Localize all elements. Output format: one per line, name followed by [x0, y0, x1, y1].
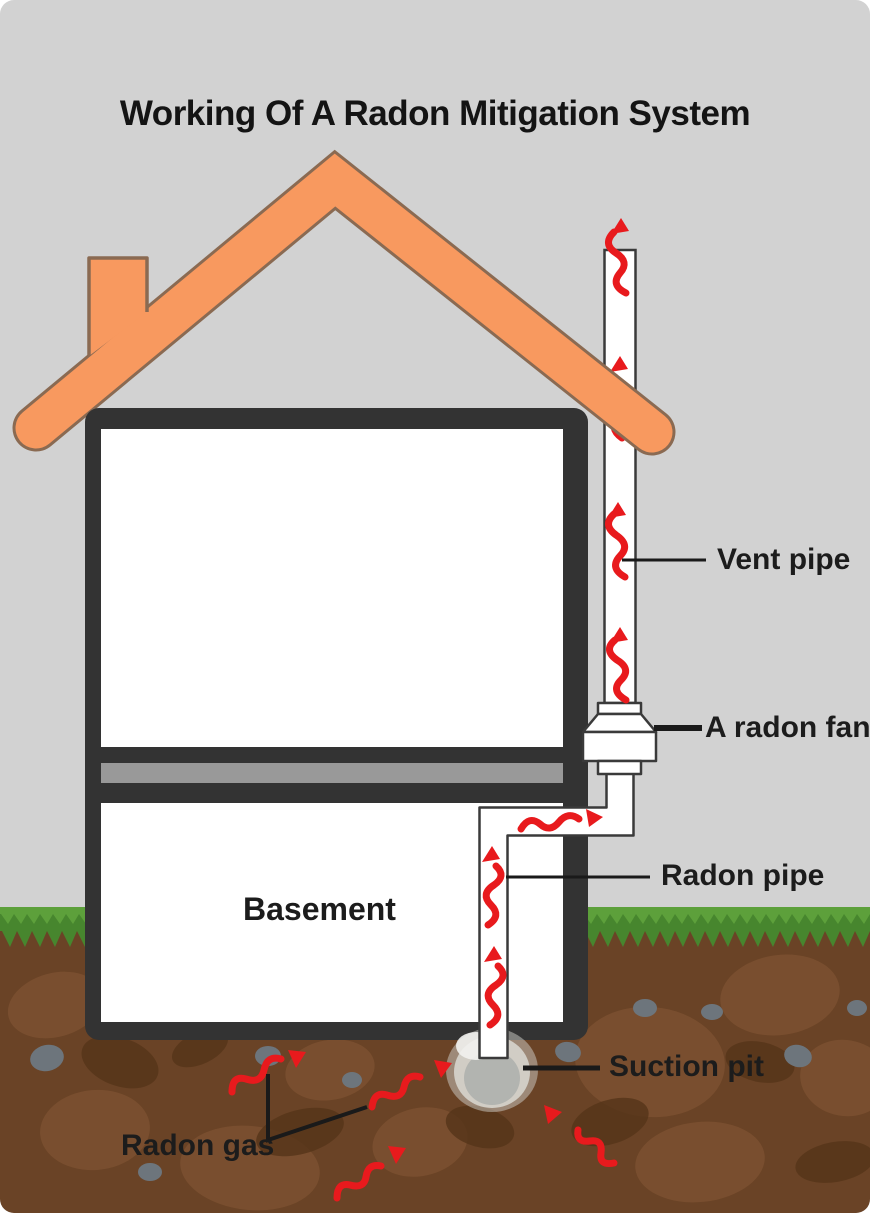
- floor-slab: [101, 763, 563, 783]
- arrow-shaft: [605, 510, 629, 581]
- arrow-head: [482, 846, 500, 862]
- radon-fan: [581, 701, 658, 776]
- radon-flow-arrow: [482, 846, 505, 929]
- arrow-head: [608, 502, 626, 518]
- soil-shadow: [256, 1107, 344, 1157]
- roof-surface: [15, 153, 673, 453]
- arrow-head: [484, 946, 502, 962]
- radon-gas-label: Radon gas: [121, 1129, 275, 1162]
- stone: [342, 1072, 362, 1088]
- arrow-shaft: [606, 636, 630, 704]
- basement-label: Basement: [243, 891, 396, 927]
- soil-shadow: [81, 1035, 159, 1089]
- arrow-head: [288, 1050, 306, 1068]
- stone: [701, 1004, 723, 1020]
- arrow-head: [610, 356, 628, 372]
- vent-pipe-label: Vent pipe: [717, 543, 851, 576]
- fan-top-flange: [596, 701, 643, 716]
- fan-body: [581, 730, 658, 763]
- house: [85, 408, 588, 1040]
- arrow-shaft: [333, 1162, 385, 1202]
- suction-pit-core: [464, 1051, 520, 1105]
- arrow-head: [544, 1105, 562, 1124]
- radon-fan-label: A radon fan: [705, 711, 870, 744]
- soil-shadow: [445, 1105, 515, 1149]
- stone: [138, 1163, 162, 1181]
- arrow-shaft: [605, 228, 630, 297]
- radon-flow-arrow: [228, 1050, 306, 1096]
- radon-flow-arrow: [605, 218, 630, 297]
- arrow-head: [586, 809, 603, 827]
- arrow-head: [610, 627, 628, 643]
- arrow-head: [388, 1146, 406, 1164]
- fan-funnel: [581, 712, 658, 734]
- page-title: Working Of A Radon Mitigation System: [119, 94, 751, 133]
- roof: [12, 149, 676, 456]
- leader-lines: [266, 558, 706, 1143]
- stone: [633, 999, 657, 1017]
- soil-boulder: [40, 1089, 150, 1171]
- radon-flow-arrow: [517, 809, 603, 833]
- suction-pit: [446, 1028, 538, 1112]
- arrow-shaft: [228, 1054, 285, 1096]
- radon-flow-arrow: [484, 946, 507, 1029]
- radon-arrows: [228, 502, 630, 1202]
- arrow-shaft: [484, 962, 507, 1029]
- radon-flow-arrow: [368, 1060, 452, 1111]
- arrow-shaft: [482, 862, 505, 929]
- arrow-shaft: [368, 1072, 424, 1111]
- radon-gas-leader: [266, 1074, 368, 1143]
- soil-boulder: [800, 1039, 870, 1117]
- grass-highlight-right: [584, 907, 870, 924]
- arrow-shaft: [574, 1126, 618, 1167]
- soil-boulder: [575, 1006, 725, 1118]
- soil-shadow: [795, 1141, 870, 1183]
- arrow-head: [611, 218, 629, 234]
- soil-boulder: [635, 1121, 765, 1203]
- fan-bottom-flange: [596, 759, 643, 776]
- stone: [555, 1041, 581, 1063]
- radon-flow-arrow: [605, 502, 629, 581]
- grass-layer: [0, 907, 870, 947]
- suction-pit-label: Suction pit: [609, 1050, 764, 1083]
- radon-pipe-label: Radon pipe: [661, 859, 825, 892]
- soil-shadow: [571, 1097, 649, 1147]
- chimney: [87, 256, 149, 356]
- stone: [847, 1000, 867, 1016]
- arrow-head: [434, 1060, 452, 1078]
- radon-flow-arrow: [544, 1105, 618, 1167]
- first-floor-interior: [101, 429, 563, 747]
- radon-flow-arrow: [606, 627, 630, 704]
- stone: [30, 1044, 64, 1072]
- soil-boulder: [7, 971, 103, 1039]
- soil-boulder: [720, 954, 840, 1036]
- grass-highlight-left: [0, 907, 92, 924]
- arrow-shaft: [517, 812, 583, 833]
- stone: [784, 1044, 812, 1068]
- soil-shadow: [725, 1041, 795, 1083]
- radon-flow-arrow: [333, 1146, 406, 1202]
